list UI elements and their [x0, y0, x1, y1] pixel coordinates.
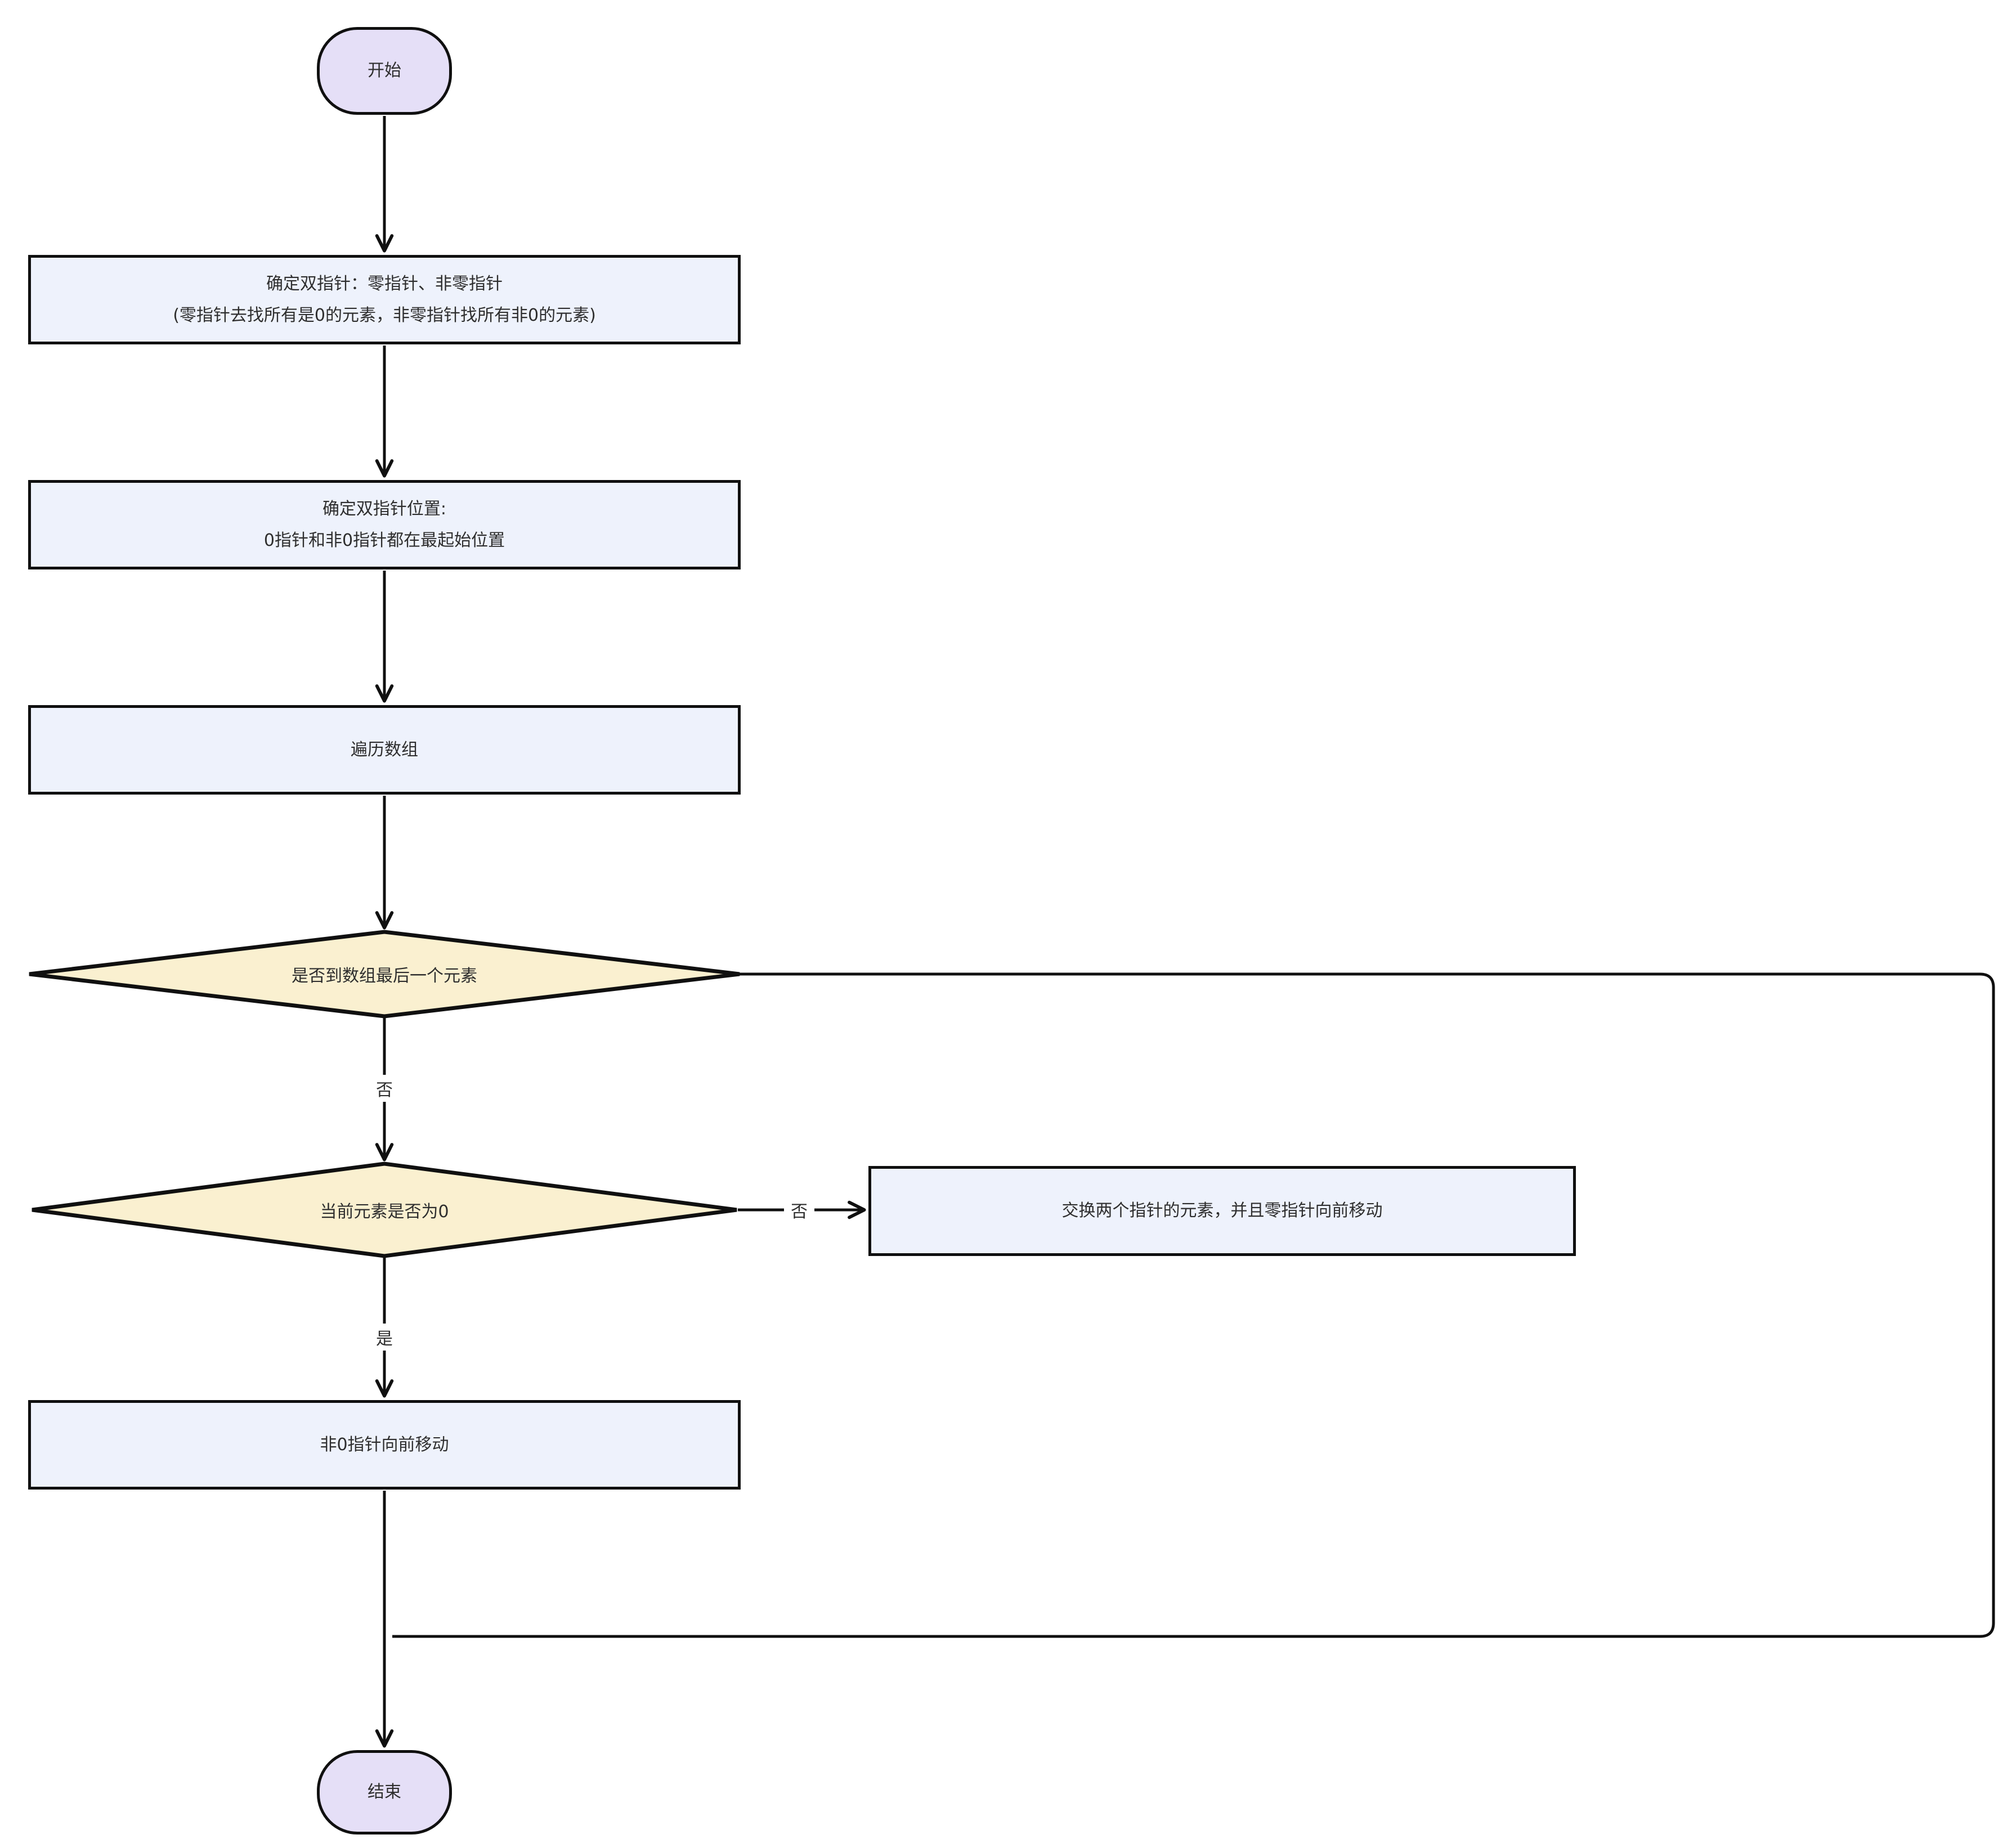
process-advance-nonzero-label: 非0指针向前移动 [320, 1434, 449, 1455]
decision-is-zero-label: 当前元素是否为0 [320, 1202, 449, 1222]
process-advance-nonzero: 非0指针向前移动 [28, 1400, 741, 1490]
process-init-pointers-line2: (零指针去找所有是0的元素，非零指针找所有非0的元素) [173, 305, 596, 325]
decision-last-element-label: 是否到数组最后一个元素 [292, 966, 477, 986]
edge-label-is-zero-no: 否 [784, 1196, 814, 1223]
process-init-positions-line1: 确定双指针位置: [322, 499, 447, 519]
end-node-label: 结束 [368, 1782, 401, 1802]
end-node: 结束 [317, 1750, 452, 1834]
process-init-positions-line2: 0指针和非0指针都在最起始位置 [263, 530, 505, 550]
edge-label-is-zero-yes: 是 [369, 1324, 400, 1351]
process-init-pointers: 确定双指针：零指针、非零指针 (零指针去找所有是0的元素，非零指针找所有非0的元… [28, 255, 741, 344]
process-init-positions: 确定双指针位置: 0指针和非0指针都在最起始位置 [28, 480, 741, 569]
start-node-label: 开始 [368, 61, 401, 80]
decision-is-zero-shape [32, 1161, 737, 1258]
process-traverse-array: 遍历数组 [28, 705, 741, 795]
process-swap-elements: 交换两个指针的元素，并且零指针向前移动 [868, 1166, 1576, 1256]
decision-last-element-shape [29, 930, 740, 1019]
process-traverse-array-label: 遍历数组 [351, 739, 418, 760]
start-node: 开始 [317, 27, 452, 115]
edge-decision-last-loop [392, 972, 1995, 1638]
edge-label-last-element-no: 否 [369, 1075, 400, 1102]
process-init-pointers-line1: 确定双指针：零指针、非零指针 [266, 273, 503, 294]
process-swap-elements-label: 交换两个指针的元素，并且零指针向前移动 [1061, 1201, 1383, 1221]
